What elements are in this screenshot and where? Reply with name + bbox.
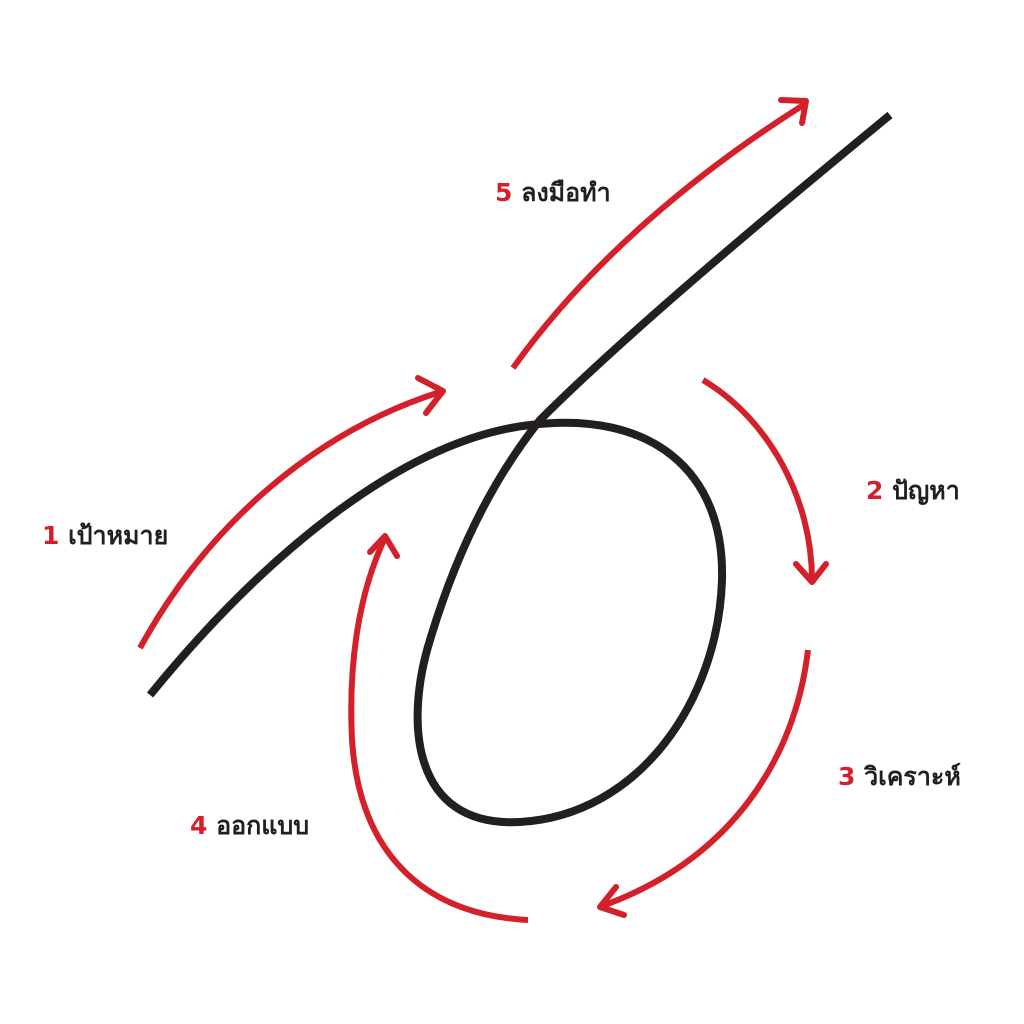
step-text-3: วิเคราะห์: [863, 762, 961, 791]
step-number-2: 2: [866, 476, 883, 505]
arrow-step-3: [597, 649, 811, 918]
step-label-5: 5 ลงมือทำ: [495, 178, 611, 207]
step-number-1: 1: [42, 521, 59, 550]
step-label-1: 1 เป้าหมาย: [42, 521, 168, 550]
step-text-4: ออกแบบ: [216, 811, 309, 840]
step-label-4: 4 ออกแบบ: [190, 811, 309, 840]
process-loop-path: [146, 111, 893, 827]
step-number-5: 5: [495, 178, 512, 207]
step-label-2: 2 ปัญหา: [866, 476, 960, 505]
step-number-4: 4: [190, 811, 207, 840]
arrow-step-4: [348, 533, 529, 923]
step-text-2: ปัญหา: [892, 476, 960, 505]
step-text-5: ลงมือทำ: [521, 178, 611, 207]
step-number-3: 3: [838, 762, 855, 791]
arrow-step-1: [137, 375, 446, 650]
step-label-3: 3 วิเคราะห์: [838, 762, 961, 791]
step-text-1: เป้าหมาย: [68, 521, 168, 550]
arrow-step-5: [510, 97, 809, 370]
arrow-step-2: [701, 377, 829, 585]
